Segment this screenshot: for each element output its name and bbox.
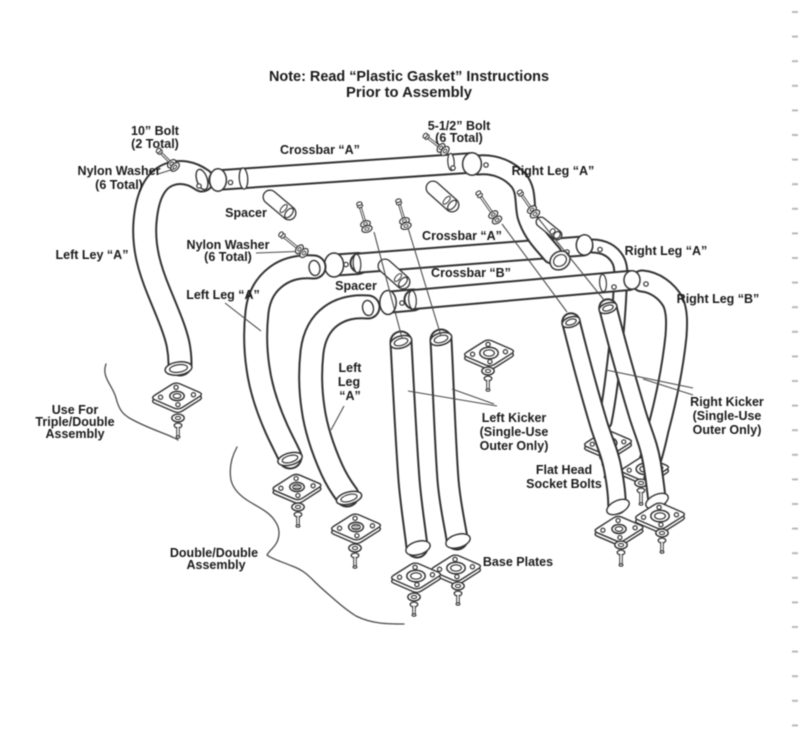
- svg-text:Right Leg “B”: Right Leg “B”: [677, 292, 760, 306]
- svg-text:Right Leg “A”: Right Leg “A”: [512, 164, 595, 178]
- svg-text:Left Kicker: Left Kicker: [482, 411, 547, 425]
- svg-text:Socket Bolts: Socket Bolts: [526, 477, 602, 491]
- svg-text:5-1/2” Bolt: 5-1/2” Bolt: [428, 119, 491, 133]
- svg-text:“A”: “A”: [339, 389, 361, 403]
- svg-text:Double/Double: Double/Double: [170, 546, 258, 560]
- svg-text:(6 Total): (6 Total): [95, 178, 143, 192]
- svg-text:Spacer: Spacer: [225, 206, 267, 220]
- svg-text:(2 Total): (2 Total): [131, 137, 179, 151]
- svg-text:(Single-Use: (Single-Use: [693, 409, 762, 423]
- svg-text:Right Leg “A”: Right Leg “A”: [625, 244, 708, 258]
- svg-text:Right Kicker: Right Kicker: [690, 395, 764, 409]
- svg-text:Outer Only): Outer Only): [693, 423, 762, 437]
- svg-text:Assembly: Assembly: [45, 427, 104, 441]
- svg-text:Left Ley “A”: Left Ley “A”: [56, 248, 129, 262]
- svg-text:Outer Only): Outer Only): [480, 439, 549, 453]
- svg-text:Leg: Leg: [338, 375, 360, 389]
- svg-text:Use For: Use For: [52, 403, 99, 417]
- svg-text:Triple/Double: Triple/Double: [35, 415, 114, 429]
- svg-text:Crossbar “A”: Crossbar “A”: [280, 143, 360, 157]
- svg-text:Assembly: Assembly: [186, 558, 245, 572]
- svg-text:(6 Total): (6 Total): [435, 131, 483, 145]
- svg-text:10” Bolt: 10” Bolt: [131, 124, 180, 138]
- svg-text:Spacer: Spacer: [335, 279, 377, 293]
- svg-text:Note: Read “Plastic Gasket” In: Note: Read “Plastic Gasket” Instructions: [269, 68, 549, 85]
- svg-text:Nylon Washer: Nylon Washer: [187, 238, 270, 252]
- svg-text:Left Leg “A”: Left Leg “A”: [186, 288, 260, 302]
- svg-text:Nylon Washer: Nylon Washer: [78, 164, 161, 178]
- svg-text:(6 Total): (6 Total): [204, 250, 252, 264]
- svg-text:Crossbar “B”: Crossbar “B”: [431, 266, 511, 280]
- svg-text:Left: Left: [339, 361, 363, 375]
- svg-text:Base Plates: Base Plates: [483, 555, 553, 569]
- svg-text:Crossbar “A”: Crossbar “A”: [422, 229, 502, 243]
- svg-text:Prior to Assembly: Prior to Assembly: [346, 84, 473, 101]
- svg-text:Flat Head: Flat Head: [536, 463, 592, 477]
- svg-text:(Single-Use: (Single-Use: [480, 425, 549, 439]
